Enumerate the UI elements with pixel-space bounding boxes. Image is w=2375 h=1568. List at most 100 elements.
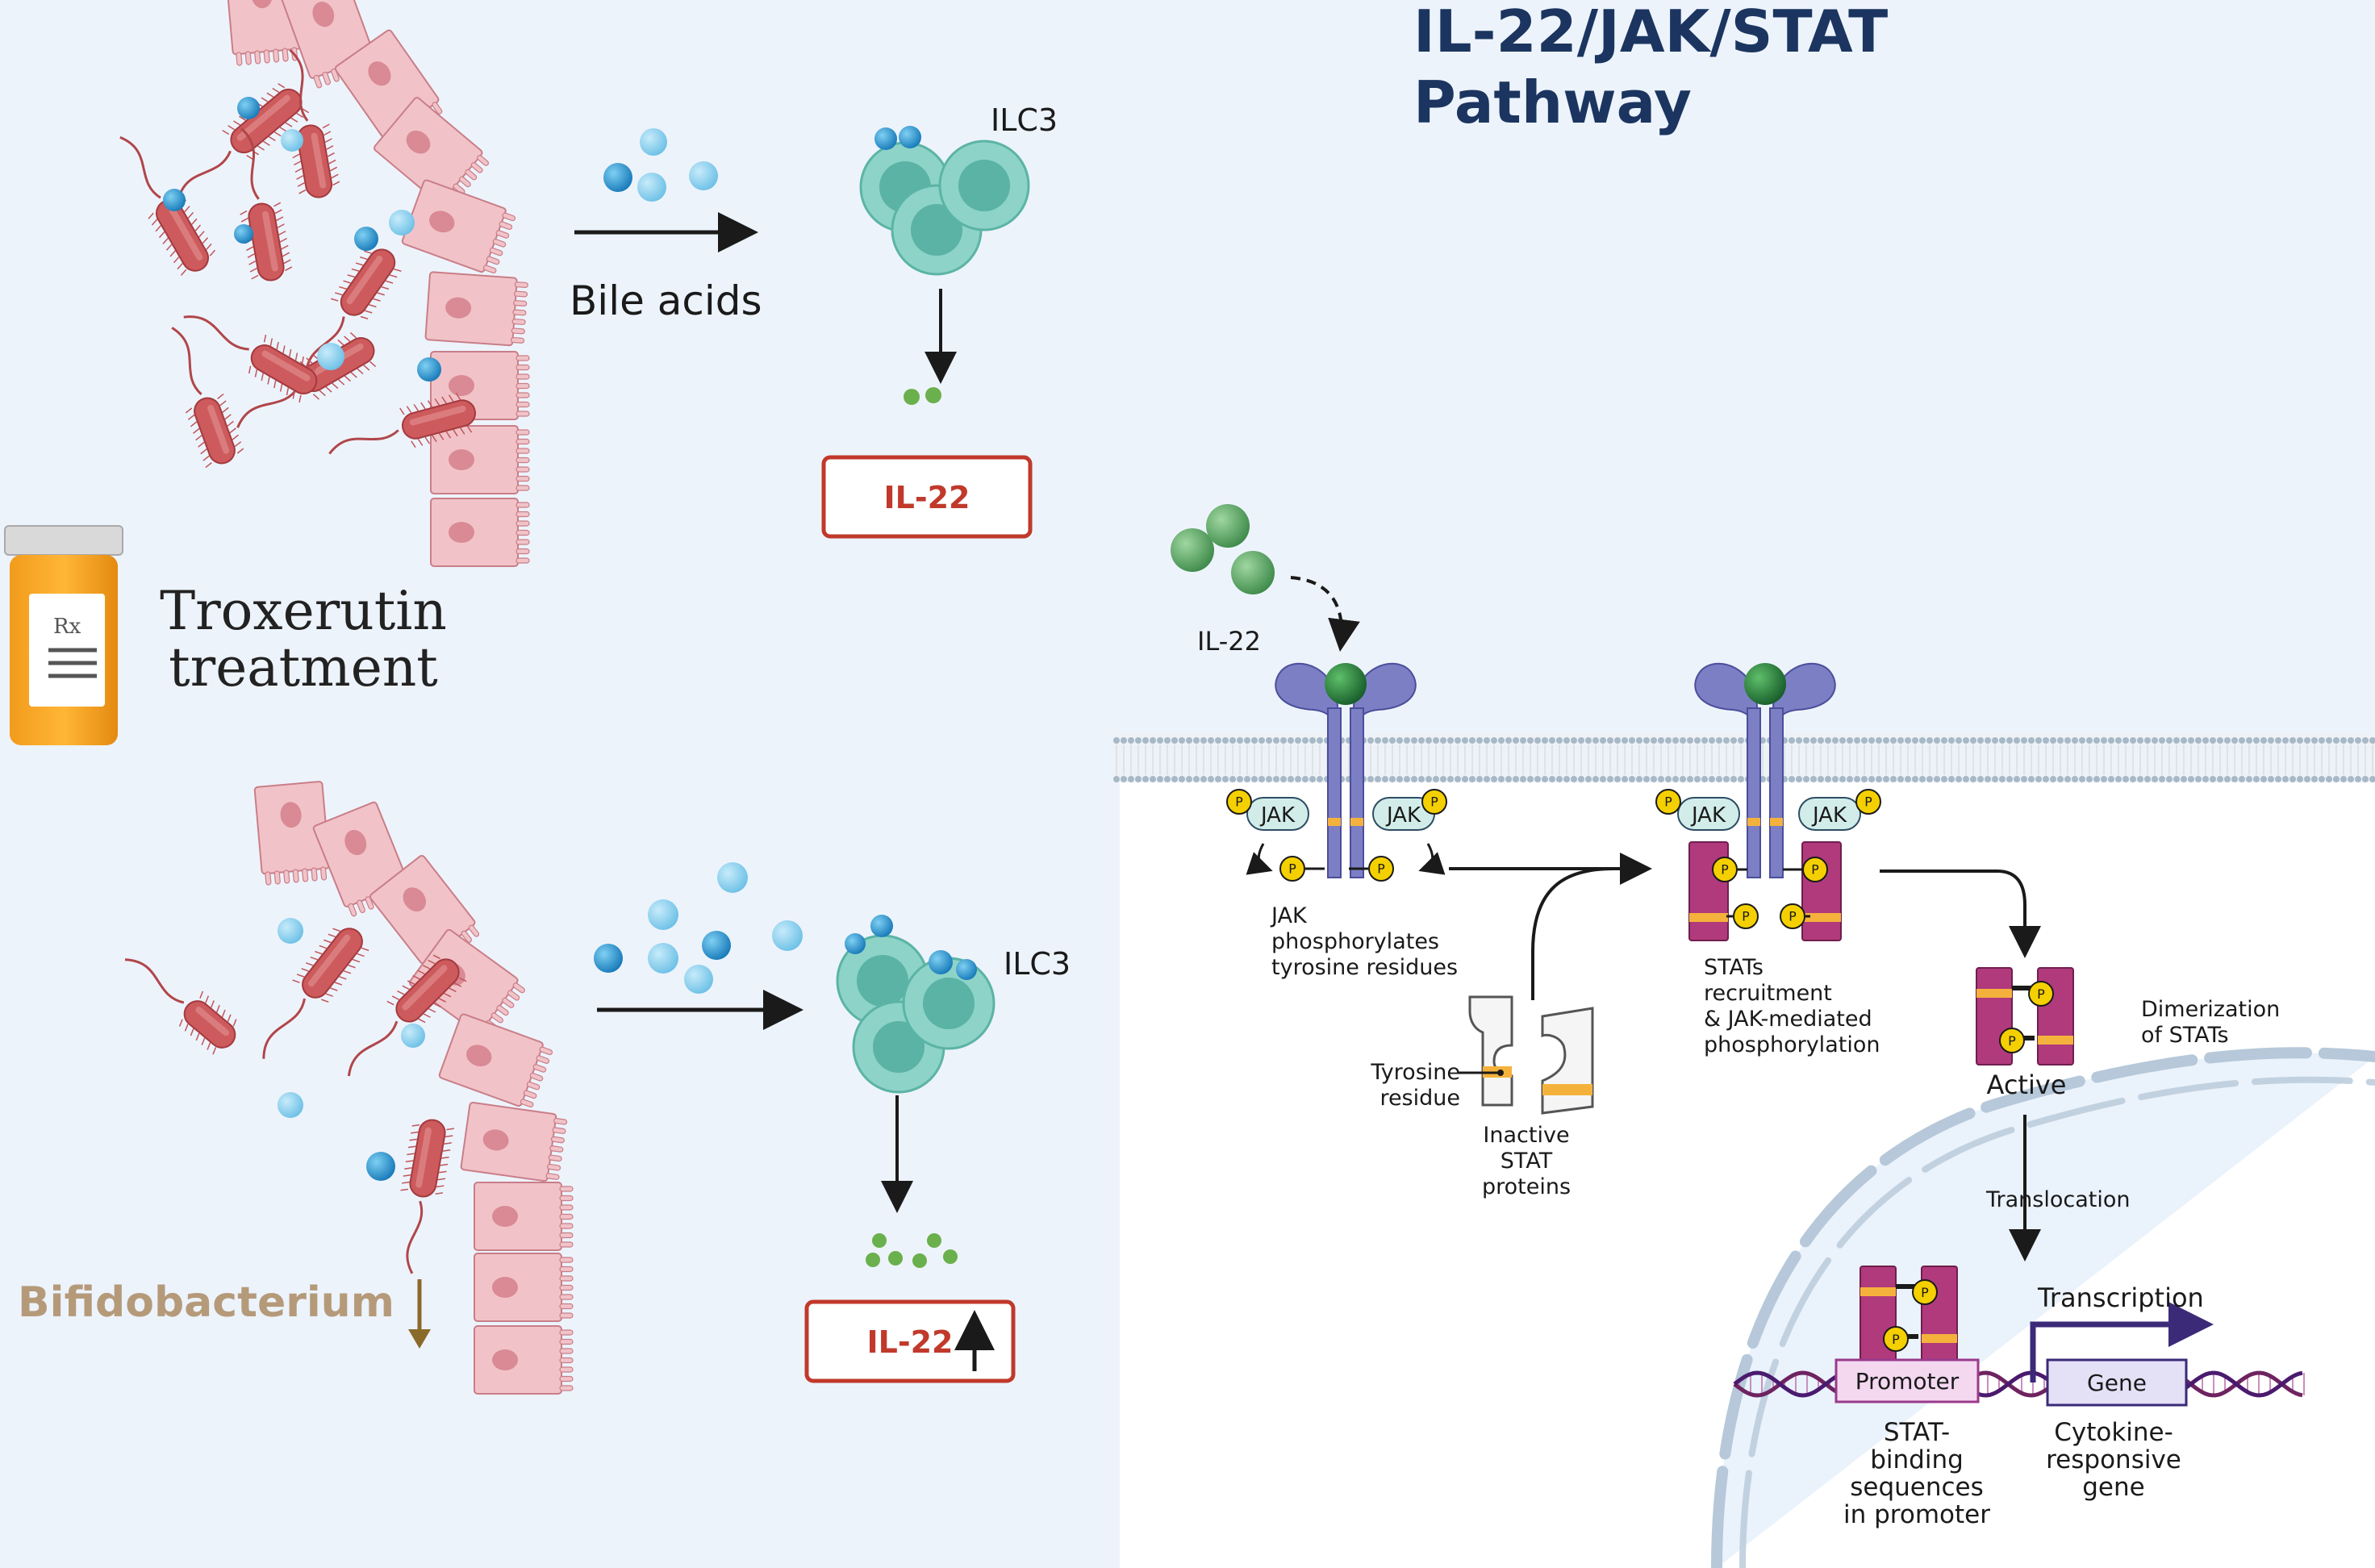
bound-il22 <box>1325 663 1367 705</box>
bile-acid-molecule <box>717 862 748 893</box>
epithelial-cell <box>401 179 516 273</box>
jak-kinase: JAK <box>1798 797 1861 831</box>
pill-bottle-icon: Rx <box>4 525 123 745</box>
svg-text:STATs: STATs <box>1704 955 1764 980</box>
epithelium-bottom <box>253 781 574 1395</box>
epithelial-cell <box>430 425 530 494</box>
bile-acid-molecule <box>648 943 678 974</box>
il22-dots-bottom <box>866 1233 958 1268</box>
bound-stat-dimer: PP <box>1860 1266 1958 1364</box>
ligand-binding-arrow <box>1290 576 1360 652</box>
svg-text:JAK: JAK <box>1690 803 1726 828</box>
epithelial-cell <box>424 271 528 347</box>
il22-box-bottom: IL-22 <box>804 1299 1016 1383</box>
il22-label-pathway: IL-22 <box>1197 626 1261 657</box>
bile-acid-molecule <box>354 227 378 251</box>
epithelial-cell <box>430 498 530 567</box>
ilc3-label-bottom: ILC3 <box>1004 946 1071 982</box>
active-stat-dimer: PP <box>1976 967 2074 1065</box>
svg-text:phosphorylates: phosphorylates <box>1271 929 1439 954</box>
il22-receptor-1 <box>1275 662 1417 878</box>
bile-acid-molecule <box>684 965 713 994</box>
title: IL-22/JAK/STAT Pathway <box>1413 0 1888 136</box>
epithelial-cell <box>253 781 331 886</box>
active-label: Active <box>1987 1070 2067 1100</box>
bile-acid-cluster-bottom <box>278 862 803 1181</box>
ilc3-label-top: ILC3 <box>991 102 1058 138</box>
svg-text:JAK: JAK <box>1811 803 1847 828</box>
inactive-stat-proteins <box>1459 995 1594 1115</box>
phosphate-group: P <box>1802 857 1828 882</box>
inactive-stat-text: Inactive STAT proteins <box>1482 1123 1571 1199</box>
tyrosine-residue-text: Tyrosine residue <box>1370 1060 1460 1111</box>
epithelial-cell <box>474 1253 574 1322</box>
svg-text:P: P <box>2008 1033 2016 1049</box>
bile-acid-molecule <box>234 224 253 244</box>
bacterium <box>347 954 467 1077</box>
bile-acid-molecule <box>278 1092 303 1118</box>
phosphate-group: P <box>1780 903 1805 929</box>
transcription-label: Transcription <box>2037 1282 2204 1313</box>
nucleus <box>1711 1047 2375 1568</box>
bile-acid-molecule <box>637 173 666 202</box>
bile-acid-molecule <box>594 944 623 973</box>
bacterium <box>119 136 216 276</box>
bile-acid-molecule <box>772 920 803 951</box>
bacteria-cluster-top <box>119 49 476 469</box>
il22-dots-top <box>904 387 941 405</box>
il22-ligands <box>1171 504 1275 594</box>
svg-text:P: P <box>1430 794 1438 810</box>
bile-acids-label: Bile acids <box>570 277 762 324</box>
svg-text:& JAK-mediated: & JAK-mediated <box>1704 1007 1872 1032</box>
jak-kinase: JAK <box>1246 797 1309 831</box>
svg-text:P: P <box>1789 909 1797 924</box>
bound-il22 <box>1744 663 1786 705</box>
dimerization-text: Dimerization of STATs <box>2141 997 2280 1048</box>
svg-text:P: P <box>2037 986 2045 1002</box>
svg-text:P: P <box>1811 862 1819 878</box>
svg-text:P: P <box>1288 861 1296 877</box>
svg-text:binding: binding <box>1870 1445 1964 1474</box>
bacterium <box>328 392 476 455</box>
cell-membrane <box>1113 737 2375 782</box>
phosphate-group: P <box>1855 789 1881 815</box>
treatment-line2: treatment <box>169 636 438 699</box>
promoter-box: Promoter <box>1834 1358 1980 1403</box>
bile-acid-molecule <box>317 343 344 370</box>
phosphate-group: P <box>1279 856 1305 882</box>
svg-text:phosphorylation: phosphorylation <box>1704 1032 1880 1057</box>
epithelium-top <box>224 0 530 567</box>
bile-acid-molecule <box>163 189 186 211</box>
arrow-inactive-stat-recruit <box>1531 867 1614 1000</box>
svg-text:Tyrosine: Tyrosine <box>1370 1060 1460 1085</box>
svg-text:Cytokine-: Cytokine- <box>2054 1418 2173 1447</box>
svg-text:JAK: JAK <box>1385 803 1421 828</box>
bifidobacterium-label: Bifidobacterium <box>18 1278 394 1327</box>
epithelial-cell <box>438 1013 553 1107</box>
ilc3-cluster-bottom <box>836 915 995 1094</box>
svg-text:sequences: sequences <box>1850 1473 1984 1502</box>
bile-acid-molecule <box>237 97 260 119</box>
bile-acid-cluster-top <box>163 97 718 382</box>
svg-text:of STATs: of STATs <box>2141 1023 2229 1048</box>
svg-text:STAT: STAT <box>1501 1149 1553 1174</box>
bacterium <box>171 327 244 469</box>
bacterium <box>262 928 369 1059</box>
svg-text:residue: residue <box>1380 1086 1460 1111</box>
bile-acid-molecule <box>603 163 632 192</box>
title-line2: Pathway <box>1413 69 1692 136</box>
epithelial-cell <box>474 1182 574 1251</box>
svg-text:P: P <box>1721 862 1729 878</box>
phosphate-group: P <box>1712 857 1738 882</box>
svg-text:Gene: Gene <box>2087 1370 2147 1396</box>
svg-text:responsive: responsive <box>2046 1445 2181 1474</box>
svg-text:P: P <box>1664 794 1672 810</box>
svg-text:Promoter: Promoter <box>1855 1368 1960 1395</box>
jak-kinase: JAK <box>1372 797 1435 831</box>
title-line1: IL-22/JAK/STAT <box>1413 0 1888 65</box>
transcription-arrow <box>2030 1302 2214 1382</box>
bacterium <box>124 958 237 1055</box>
il22-box-top: IL-22 <box>821 455 1033 539</box>
svg-text:IL-22: IL-22 <box>866 1324 953 1360</box>
phosphate-group: P <box>1421 789 1447 815</box>
